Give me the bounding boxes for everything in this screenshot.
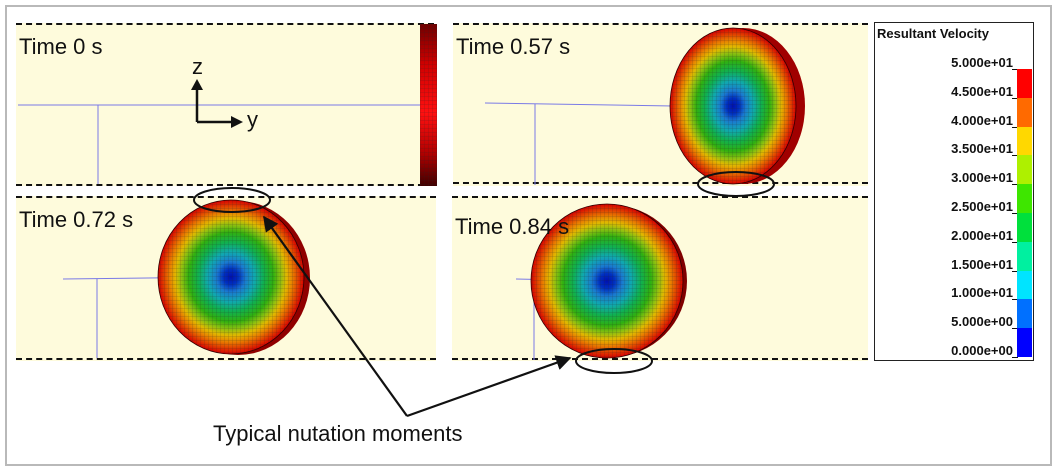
legend-tick-label: 4.500e+01 xyxy=(951,83,1013,99)
axes-indicator xyxy=(191,79,243,128)
legend-tick-mark xyxy=(1012,97,1018,99)
legend-color-swatch xyxy=(1017,213,1032,242)
annotation-arrows xyxy=(263,215,572,418)
legend-color-swatch xyxy=(1017,155,1032,185)
legend-tick-label: 4.000e+01 xyxy=(951,112,1013,128)
legend-tick-mark xyxy=(1012,213,1018,214)
disk-time-084 xyxy=(530,203,687,359)
legend-color-swatch xyxy=(1017,299,1032,329)
panel-time-label: Time 0 s xyxy=(19,34,103,59)
bottom-boundary-line xyxy=(16,358,436,360)
legend-tick-label: 1.000e+01 xyxy=(951,285,1013,301)
axis-z-label: z xyxy=(192,54,203,79)
disk-time-072 xyxy=(157,199,310,355)
top-boundary-line xyxy=(452,196,868,198)
legend-tick-mark xyxy=(1012,155,1018,157)
nutation-highlight-ellipse xyxy=(575,348,653,374)
legend-tick-mark xyxy=(1012,270,1018,272)
bottom-boundary-line xyxy=(453,182,868,184)
legend-tick-label: 5.000e+01 xyxy=(951,55,1013,70)
legend-title: Resultant Velocity xyxy=(877,26,989,41)
legend-color-swatch xyxy=(1017,270,1032,300)
figure-frame xyxy=(5,5,1052,466)
bottom-boundary-line xyxy=(452,358,868,360)
legend-tick-mark xyxy=(1012,357,1018,358)
legend-tick-label: 3.000e+01 xyxy=(951,170,1013,186)
axis-y-label: y xyxy=(247,107,258,132)
panel-time-label: Time 0.84 s xyxy=(455,214,569,239)
guide-lines xyxy=(18,104,420,184)
legend-tick-mark xyxy=(1012,126,1018,128)
legend-color-swatch xyxy=(1017,69,1032,98)
bottom-boundary-line xyxy=(16,184,434,186)
top-boundary-line xyxy=(16,196,436,198)
legend-tick-mark xyxy=(1012,241,1018,243)
legend-tick-label: 1.500e+01 xyxy=(951,256,1013,272)
velocity-legend: Resultant Velocity 5.000e+01 4.500e+01 4.0… xyxy=(874,22,1034,361)
legend-tick-mark xyxy=(1012,184,1018,186)
nutation-highlight-ellipse xyxy=(697,171,775,197)
legend-tick-label: 0.000e+00 xyxy=(951,343,1013,358)
legend-color-swatch xyxy=(1017,126,1032,156)
legend-tick-label: 2.000e+01 xyxy=(951,227,1013,243)
panel-time-057: Time 0.57 s xyxy=(453,23,868,186)
disk-time-057 xyxy=(669,27,805,185)
panel-time-label: Time 0.57 s xyxy=(456,34,571,59)
disk-edge-on xyxy=(420,24,437,186)
figure-caption: Typical nutation moments xyxy=(213,421,463,446)
top-boundary-line xyxy=(16,23,434,25)
top-boundary-line xyxy=(453,23,868,25)
nutation-highlight-ellipse xyxy=(193,187,271,213)
legend-tick-mark xyxy=(1012,69,1018,70)
legend-color-swatch xyxy=(1017,328,1032,357)
legend-tick-label: 5.000e+00 xyxy=(951,314,1013,330)
legend-tick-mark xyxy=(1012,328,1018,330)
legend-tick-label: 3.500e+01 xyxy=(951,141,1013,157)
legend-color-swatch xyxy=(1017,184,1032,213)
legend-color-swatch xyxy=(1017,241,1032,271)
legend-tick-mark xyxy=(1012,299,1018,301)
legend-color-swatch xyxy=(1017,97,1032,127)
legend-tick-label: 2.500e+01 xyxy=(951,199,1013,214)
panel-time-label: Time 0.72 s xyxy=(19,207,134,232)
